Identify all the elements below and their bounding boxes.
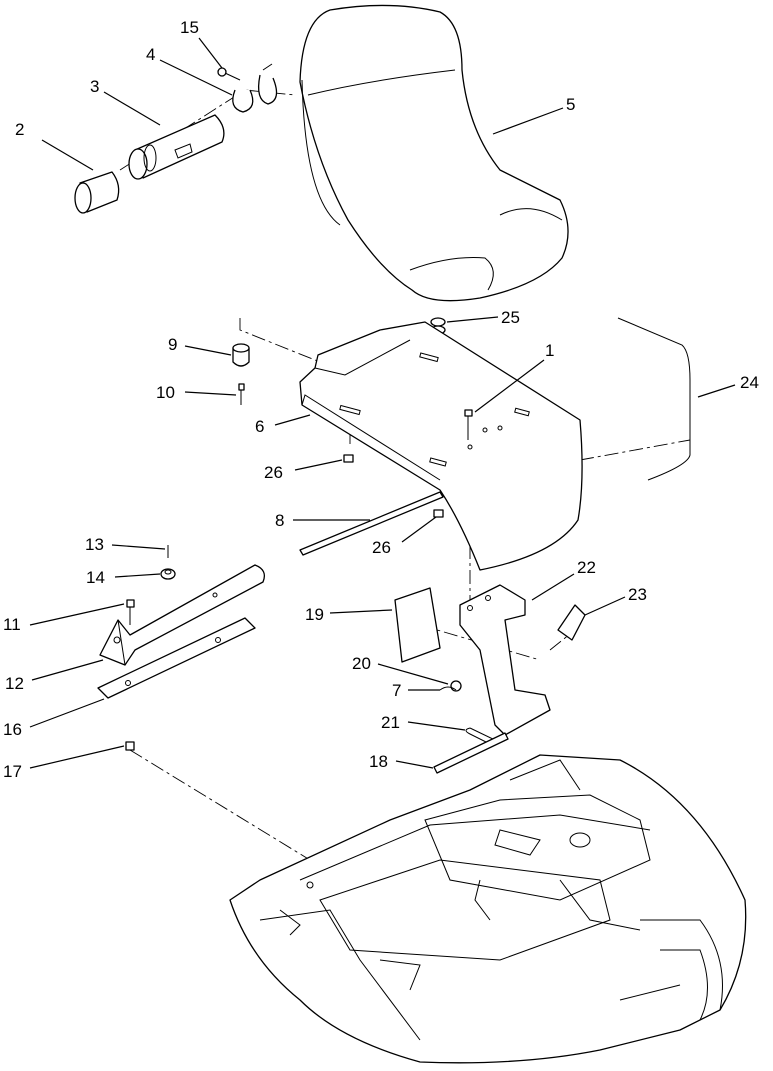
part-17-nut <box>125 741 135 751</box>
part-2-cup <box>74 171 120 214</box>
callout-21: 21 <box>381 713 400 732</box>
part-1-bolt <box>464 409 473 440</box>
part-12-slide-rail <box>99 564 266 666</box>
part-24-rod <box>617 317 691 481</box>
part-10-bolt <box>238 383 245 405</box>
callout-20: 20 <box>352 654 371 673</box>
part-16-plate <box>97 617 256 699</box>
callout-16: 16 <box>3 720 22 739</box>
callout-10: 10 <box>156 383 175 402</box>
part-11-bolt <box>126 599 135 625</box>
callout-6: 6 <box>255 417 264 436</box>
part-22-bracket <box>459 584 551 736</box>
part-7-pin <box>439 686 457 691</box>
part-8-strip <box>299 491 444 556</box>
part-14-grommet <box>160 568 176 580</box>
callout-labels: 15 4 3 2 5 25 1 24 9 10 6 26 8 26 13 14 … <box>3 18 759 781</box>
callout-13: 13 <box>85 535 104 554</box>
callout-1: 1 <box>545 341 554 360</box>
part-9-bumper <box>232 343 250 367</box>
callout-26-upper: 26 <box>264 463 283 482</box>
part-5-seat <box>299 4 569 302</box>
part-23-latch <box>557 604 586 641</box>
callout-23: 23 <box>628 585 647 604</box>
callout-8: 8 <box>275 511 284 530</box>
callout-14: 14 <box>86 568 105 587</box>
part-3-holder-tube <box>128 114 225 180</box>
callout-11: 11 <box>3 615 21 634</box>
callout-17: 17 <box>3 762 22 781</box>
part-19-decal <box>394 587 441 663</box>
callout-24: 24 <box>740 373 759 392</box>
callout-12: 12 <box>5 674 24 693</box>
callout-15: 15 <box>180 18 199 37</box>
callout-19: 19 <box>305 605 324 624</box>
part-4-clamps <box>232 63 278 113</box>
callout-7: 7 <box>392 681 401 700</box>
part-26-nut-upper <box>343 454 354 463</box>
callout-5: 5 <box>566 95 575 114</box>
callout-18: 18 <box>369 752 388 771</box>
callout-4: 4 <box>146 45 155 64</box>
callout-2: 2 <box>15 120 24 139</box>
callout-26-lower: 26 <box>372 538 391 557</box>
part-26-nut-lower <box>433 509 444 518</box>
callout-9: 9 <box>168 335 177 354</box>
part-18-pin-rod <box>433 732 509 774</box>
callout-3: 3 <box>90 77 99 96</box>
part-15-screw <box>217 67 241 81</box>
callout-25: 25 <box>501 308 520 327</box>
callout-22: 22 <box>577 558 596 577</box>
chassis-frame <box>229 754 747 1064</box>
leader-lines <box>29 37 736 769</box>
